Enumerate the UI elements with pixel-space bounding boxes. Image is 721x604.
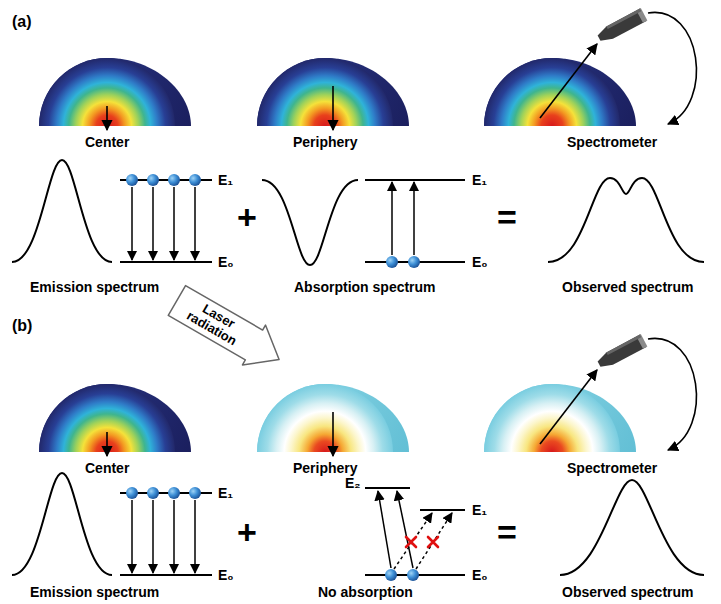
energy-level-label: E₂ xyxy=(345,475,361,491)
absorption-curve xyxy=(262,180,358,265)
operator-symbol: + xyxy=(237,198,257,237)
spectrometer-probe xyxy=(596,334,648,370)
hemisphere xyxy=(39,384,191,452)
light-ray xyxy=(540,370,597,444)
emission-curve xyxy=(12,473,112,575)
energy-levels xyxy=(365,180,465,262)
energy-level-label: E₁ xyxy=(472,502,487,518)
electron-dots xyxy=(386,256,420,268)
light-ray xyxy=(540,44,597,118)
instrument-label: Spectrometer xyxy=(567,460,657,476)
panel-label: (a) xyxy=(12,13,32,31)
energy-level-label: E₀ xyxy=(218,567,234,583)
energy-level-label: E₁ xyxy=(218,485,233,501)
observed-curve xyxy=(560,480,704,575)
spectrum-caption: Emission spectrum xyxy=(30,279,159,295)
spectrum-caption: Emission spectrum xyxy=(30,584,159,600)
electron-dots xyxy=(126,487,201,499)
electron-dots xyxy=(385,569,419,581)
energy-level-label: E₀ xyxy=(472,567,488,583)
region-label: Center xyxy=(85,460,129,476)
operator-symbol: = xyxy=(497,513,517,552)
observed-curve xyxy=(548,178,704,262)
energy-levels xyxy=(365,488,465,575)
operator-symbol: = xyxy=(497,198,517,237)
absorption-arrows xyxy=(392,182,414,255)
instrument-label: Spectrometer xyxy=(567,134,657,150)
blocked-mark xyxy=(406,537,438,547)
energy-level-label: E₁ xyxy=(472,172,487,188)
energy-levels xyxy=(120,493,212,575)
pointer-arrow xyxy=(332,412,334,456)
spectrum-caption: Observed spectrum xyxy=(562,584,694,600)
region-label: Periphery xyxy=(293,134,358,150)
panel-label: (b) xyxy=(12,317,32,335)
fiber-cable xyxy=(648,338,696,450)
energy-level-label: E₀ xyxy=(472,254,488,270)
pointer-arrow xyxy=(106,106,108,130)
spectrometer-probe xyxy=(596,8,648,44)
spectrum-caption: No absorption xyxy=(318,584,413,600)
spectrum-caption: Observed spectrum xyxy=(562,279,694,295)
emission-arrows xyxy=(132,187,195,260)
electron-dots xyxy=(126,174,201,186)
laser-arrow: Laser radiation xyxy=(164,279,292,381)
pointer-arrow xyxy=(106,432,108,456)
hemisphere xyxy=(39,58,191,126)
energy-level-label: E₁ xyxy=(218,172,233,188)
pointer-arrow xyxy=(332,86,334,130)
blocked-arrows xyxy=(394,513,452,569)
operator-symbol: + xyxy=(237,513,257,552)
block-arrow xyxy=(165,281,290,380)
energy-level-label: E₀ xyxy=(218,254,234,270)
spectrum-caption: Absorption spectrum xyxy=(294,279,436,295)
emission-curve xyxy=(12,160,112,262)
excitation-arrows xyxy=(378,491,413,568)
region-label: Center xyxy=(85,134,129,150)
emission-arrows xyxy=(132,500,195,573)
region-label: Periphery xyxy=(293,460,358,476)
fiber-cable xyxy=(648,12,696,124)
energy-levels xyxy=(120,180,212,262)
